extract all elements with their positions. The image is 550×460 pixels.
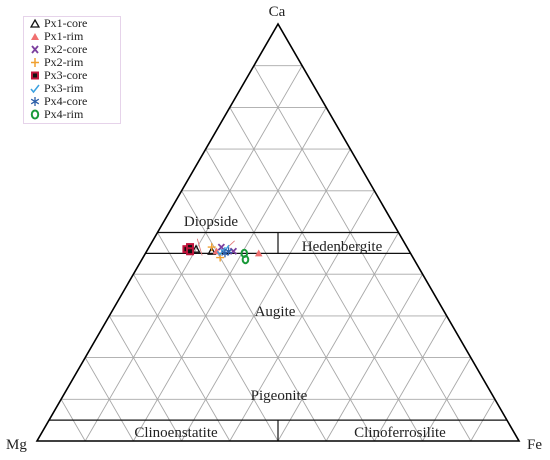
legend-label: Px3-core — [44, 68, 88, 82]
data-point-px4-rim — [241, 255, 250, 265]
vertex-label-top: Ca — [269, 4, 286, 20]
plus-icon — [31, 58, 39, 67]
marker-shape — [254, 249, 263, 257]
classification-fields — [49, 231, 507, 441]
legend-label: Px1-rim — [44, 29, 84, 43]
field-label-clinoenstatite: Clinoenstatite — [134, 425, 218, 441]
marker-shape — [224, 247, 233, 256]
marker-shape — [191, 244, 201, 253]
data-points — [182, 238, 263, 265]
legend-item-px4-rim: Px4-rim — [30, 107, 84, 121]
triangle-edge — [35, 22, 521, 442]
data-point-px1-rim — [254, 249, 263, 257]
vertex-label-right: Fe — [527, 437, 542, 453]
grid-line — [422, 357, 472, 442]
legend-item-px1-rim: Px1-rim — [30, 29, 84, 43]
legend-label: Px4-rim — [44, 107, 84, 121]
data-point-px3-core — [186, 243, 195, 252]
legend-item-px4-core: Px4-core — [30, 94, 88, 108]
field-label-hedenbergite: Hedenbergite — [302, 239, 383, 255]
check-mark-icon — [30, 84, 40, 94]
triangle-outline — [35, 22, 521, 442]
marker-shape — [207, 246, 217, 255]
ring-icon — [30, 109, 40, 120]
legend-item-px2-rim: Px2-rim — [30, 55, 84, 69]
grid-line — [157, 232, 279, 442]
field-label-pigeonite: Pigeonite — [251, 388, 308, 404]
legend-label: Px3-rim — [44, 81, 84, 95]
legend-item-px3-core: Px3-core — [30, 68, 88, 82]
data-point-px1-core — [191, 244, 201, 253]
asterisk-icon — [30, 97, 40, 106]
data-point-px2-rim — [207, 243, 216, 252]
legend-label: Px2-core — [44, 42, 88, 56]
grid-line — [277, 232, 399, 442]
field-label-clinoferrosilite: Clinoferrosilite — [354, 425, 446, 441]
data-point-px3-rim — [216, 246, 226, 256]
legend-item-px2-core: Px2-core — [30, 42, 88, 56]
grid-line — [374, 315, 448, 442]
x-mark-icon — [31, 45, 39, 54]
marker-shape-inner — [188, 245, 193, 250]
legend: Px1-core Px1-rim Px2-core Px2-rim Px3-co… — [23, 16, 121, 124]
marker-shape — [207, 243, 216, 252]
grid-line — [205, 148, 375, 442]
square-filled-icon — [31, 71, 39, 80]
marker-shape — [216, 246, 226, 256]
legend-label: Px4-core — [44, 94, 88, 108]
data-point-px3-core — [186, 247, 195, 256]
legend-item-px3-rim: Px3-rim — [30, 81, 84, 95]
grid-line — [181, 148, 351, 442]
marker-shape — [241, 255, 250, 265]
legend-item-px1-core: Px1-core — [30, 16, 88, 30]
triangle-outline-icon — [30, 18, 40, 28]
grid-line — [133, 273, 231, 442]
marker-shape-inner — [188, 249, 193, 254]
vertex-label-left: Mg — [6, 437, 27, 453]
field-label-diopside: Diopside — [184, 214, 239, 230]
grid-line — [108, 315, 182, 442]
diagram-labels: Ca Mg Fe Diopside Hedenbergite Augite Pi… — [6, 4, 542, 453]
triangle-filled-icon — [31, 33, 39, 40]
legend-label: Px2-rim — [44, 55, 84, 69]
data-point-px1-core — [207, 246, 217, 255]
grid-line — [325, 273, 423, 442]
field-label-augite: Augite — [255, 304, 296, 320]
tie-line — [196, 238, 203, 256]
legend-label: Px1-core — [44, 16, 88, 30]
grid-line — [84, 357, 134, 442]
data-point-px4-core — [224, 247, 233, 256]
